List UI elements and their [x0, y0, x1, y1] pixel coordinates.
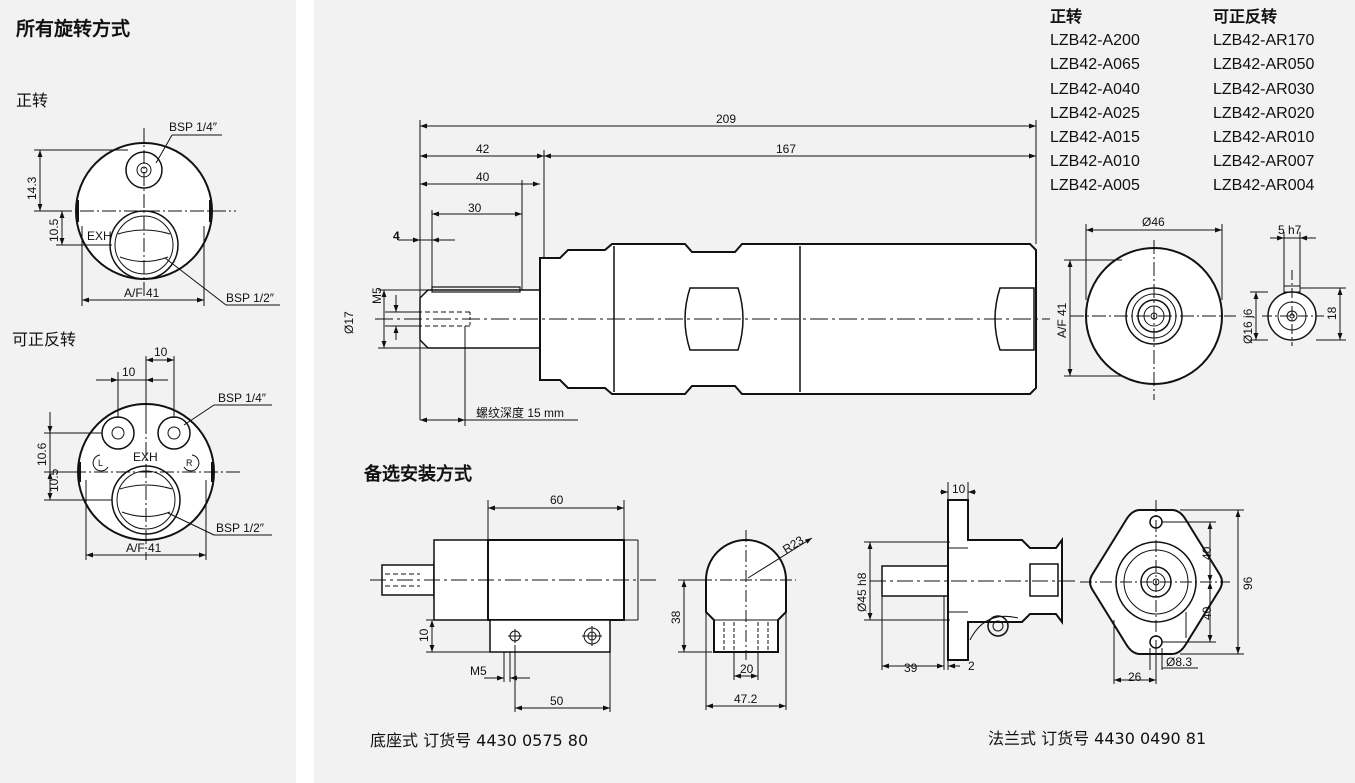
foot-dim-60: 60 [550, 493, 564, 507]
flange-dim-39: 39 [904, 661, 918, 675]
shaft-d16: Ø16 j6 [1241, 308, 1255, 344]
dim-d17: Ø17 [342, 311, 356, 334]
reversible-models-header: 可正反转 [1213, 7, 1278, 26]
model-item: LZB42-A010 [1050, 153, 1140, 171]
dim-m5: M5 [370, 287, 384, 304]
flange-dim-40b: 40 [1200, 606, 1214, 620]
foot-dim-47-2: 47.2 [734, 692, 758, 706]
rev-dim-10-6: 10.6 [35, 442, 49, 466]
model-item: LZB42-A040 [1050, 80, 1140, 98]
flange-mount-front-view [1080, 500, 1244, 684]
dim-42: 42 [476, 142, 490, 156]
end-d46: Ø46 [1142, 215, 1165, 229]
mounting-title: 备选安装方式 [364, 464, 472, 485]
model-item: LZB42-A200 [1050, 32, 1140, 50]
foot-dim-50: 50 [550, 694, 564, 708]
fwd-dim-14-3: 14.3 [25, 176, 39, 200]
forward-label: 正转 [16, 91, 49, 110]
left-panel [0, 0, 296, 783]
model-item: LZB42-A025 [1050, 104, 1140, 122]
rev-dim-10-5: 10.5 [47, 468, 61, 492]
rev-bsp-bottom: BSP 1/2″ [216, 521, 265, 535]
model-item: LZB42-A005 [1050, 177, 1140, 195]
rev-af: A/F 41 [126, 541, 162, 555]
foot-dim-20: 20 [740, 662, 754, 676]
model-item: LZB42-AR010 [1213, 129, 1315, 147]
end-af41: A/F 41 [1055, 302, 1069, 338]
flange-dim-40a: 40 [1200, 546, 1214, 560]
foot-dim-38: 38 [669, 610, 683, 624]
fwd-af: A/F 41 [124, 286, 160, 300]
flange-mount-caption: 法兰式 订货号 4430 0490 81 [988, 729, 1207, 748]
dim-167: 167 [776, 142, 796, 156]
foot-dim-10: 10 [417, 628, 431, 642]
shaft-end-view [1250, 232, 1346, 346]
key-5h7: 5 h7 [1278, 223, 1302, 237]
thread-depth: 螺纹深度 15 mm [476, 405, 564, 420]
flange-mount-side-view [864, 482, 1075, 670]
dim-4: 4 [393, 229, 400, 243]
dim-209: 209 [716, 112, 736, 126]
model-item: LZB42-AR020 [1213, 104, 1315, 122]
flange-d8-3: Ø8.3 [1166, 655, 1192, 669]
foot-dim-m5: M5 [470, 664, 487, 678]
forward-models-header: 正转 [1050, 7, 1083, 26]
model-item: LZB42-AR004 [1213, 177, 1315, 195]
rotation-types-title: 所有旋转方式 [16, 18, 131, 40]
model-item: LZB42-AR007 [1213, 153, 1315, 171]
rev-bsp-top: BSP 1/4″ [218, 391, 267, 405]
flange-dim-10: 10 [952, 482, 966, 496]
flange-dim-26: 26 [1128, 670, 1142, 684]
rev-dim-10-inner: 10 [122, 365, 136, 379]
model-item: LZB42-AR030 [1213, 80, 1315, 98]
reversible-port-view [44, 356, 272, 560]
motor-side-view [375, 120, 1050, 426]
rev-exh: EXH [133, 450, 158, 464]
fwd-bsp-bottom: BSP 1/2″ [226, 291, 275, 305]
foot-r23: R23 [780, 533, 806, 557]
rev-port-l: L [98, 458, 103, 468]
motor-end-view [1064, 224, 1236, 400]
flange-d45: Ø45 h8 [855, 572, 869, 612]
flange-dim-96: 96 [1241, 576, 1255, 590]
dim-30: 30 [468, 201, 482, 215]
model-item: LZB42-A065 [1050, 56, 1140, 74]
foot-mount-front-view [678, 530, 813, 710]
shaft-18: 18 [1325, 306, 1339, 320]
model-item: LZB42-AR050 [1213, 56, 1315, 74]
flange-dim-2: 2 [968, 659, 975, 673]
rev-dim-10-outer: 10 [154, 345, 168, 359]
fwd-dim-10-5: 10.5 [47, 218, 61, 242]
model-item: LZB42-A015 [1050, 129, 1140, 147]
forward-port-view [34, 128, 280, 306]
model-item: LZB42-AR170 [1213, 32, 1315, 50]
dim-40: 40 [476, 170, 490, 184]
fwd-bsp-top: BSP 1/4″ [169, 120, 218, 134]
fwd-exh: EXH [87, 229, 112, 243]
foot-mount-side-view [370, 500, 656, 712]
reversible-label: 可正反转 [12, 330, 77, 349]
rev-port-r: R [186, 458, 193, 468]
foot-mount-caption: 底座式 订货号 4430 0575 80 [370, 731, 589, 750]
